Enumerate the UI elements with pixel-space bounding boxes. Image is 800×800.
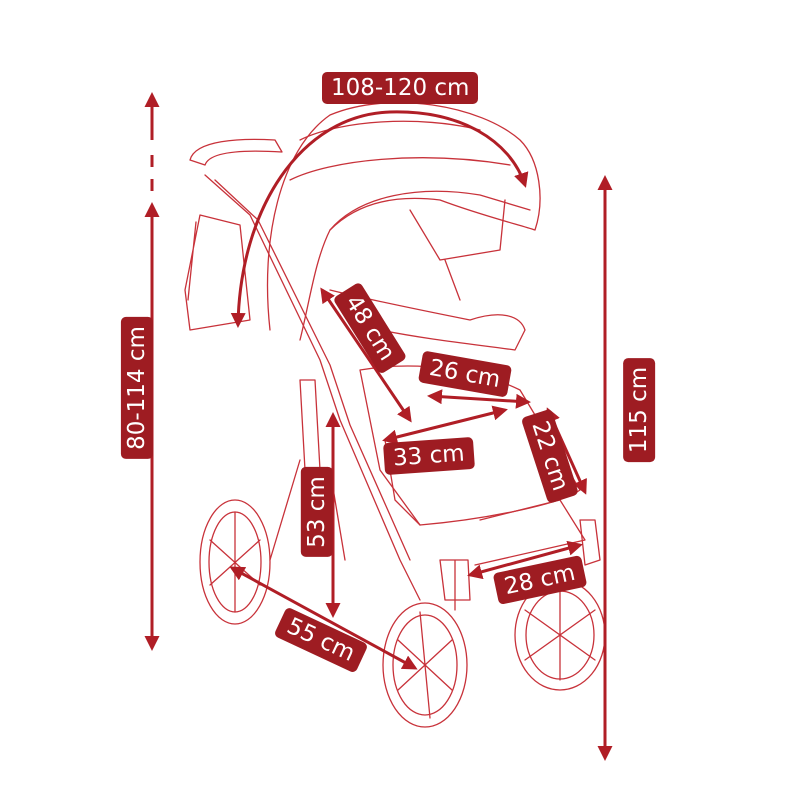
seat-width-label: 33 cm: [382, 436, 475, 476]
canopy-arc-arrow: [230, 110, 529, 328]
footrest-width-arrow: [467, 540, 583, 580]
seat-depth-arrow: [427, 389, 531, 409]
canopy-arc-label: 108-120 cm: [322, 72, 479, 104]
total-height-label: 115 cm: [623, 357, 656, 463]
dimension-arrows: [144, 92, 613, 761]
handle-height-label: 80-114 cm: [120, 317, 153, 459]
seat-height-label: 53 cm: [300, 467, 333, 557]
seat-width-arrow: [382, 405, 508, 445]
wheelbase-arrow: [229, 566, 418, 670]
backrest-arrow: [320, 287, 412, 423]
